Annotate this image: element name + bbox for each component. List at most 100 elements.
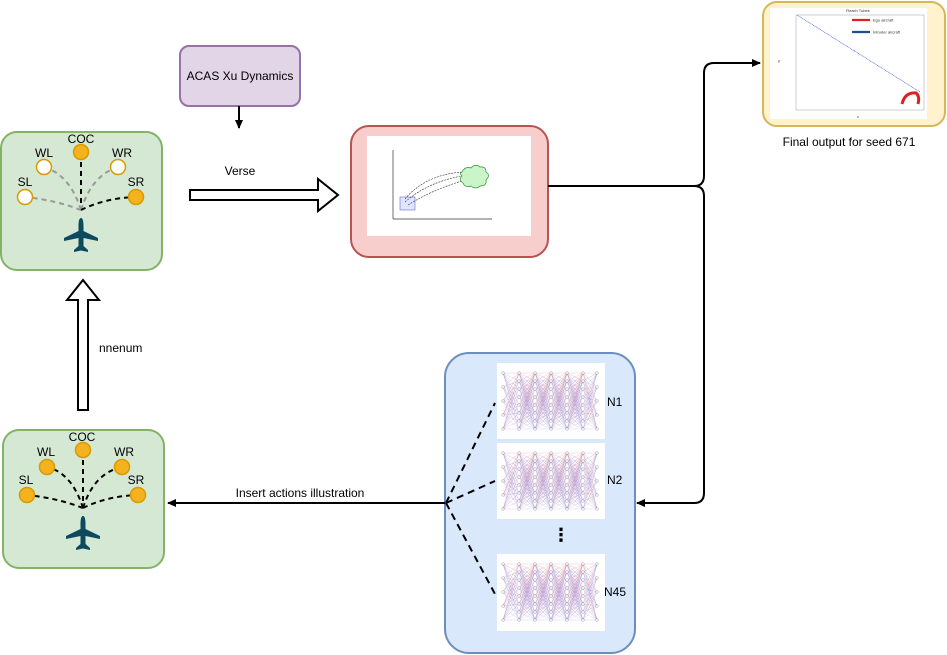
nn-edge (534, 396, 552, 430)
nn-neuron (517, 586, 521, 590)
nn-edge (566, 484, 584, 510)
nn-edge (582, 587, 598, 593)
nn-neuron (549, 475, 553, 479)
nn-edge (582, 380, 598, 416)
nn-edge (582, 571, 598, 579)
nn-edge (502, 452, 520, 482)
nn-edge (534, 372, 552, 382)
nn-edge (502, 476, 520, 496)
nn-edge (534, 372, 552, 430)
nn-edge (502, 591, 520, 597)
nn-neuron (549, 610, 553, 614)
nn-neuron (581, 427, 585, 431)
nn-neuron (581, 586, 585, 590)
nn-edge (582, 452, 598, 496)
nn-edge (550, 476, 568, 510)
nn-edge (550, 595, 568, 621)
nn-edge (582, 386, 598, 398)
nnenum-hollow-arrow (64, 278, 102, 411)
nn-edge (582, 452, 598, 486)
nn-neuron (533, 451, 537, 455)
nn-neuron (595, 493, 599, 497)
ego-tube (900, 91, 921, 105)
nn-edge (566, 492, 584, 510)
nn-edge (582, 591, 598, 613)
nn-edge (502, 372, 520, 388)
verse-box (350, 125, 549, 258)
nn-edge (582, 563, 598, 581)
nn-edge (550, 372, 568, 382)
nn-edge (582, 386, 598, 430)
nn-edge (582, 484, 598, 510)
nn-edge (566, 452, 584, 462)
nn-edge (502, 460, 520, 510)
nn-neuron (595, 399, 599, 403)
nn-edge (502, 372, 520, 422)
nn-neuron (565, 459, 569, 463)
nn-neuron (533, 427, 537, 431)
nn-panel-n1 (497, 363, 605, 439)
nn-edge (582, 400, 598, 414)
sl-label: SL (19, 473, 34, 487)
nn-edge (502, 591, 520, 613)
nn-edge (550, 388, 568, 430)
nn-edge (502, 577, 520, 605)
nn-edge (566, 452, 584, 470)
nn-edge (582, 372, 598, 406)
nn-neuron (549, 507, 553, 511)
nn-edge (518, 476, 536, 510)
nn-edge (566, 563, 584, 573)
nn-neuron (595, 465, 599, 469)
nn-neuron (581, 451, 585, 455)
nn-edge (502, 605, 520, 613)
networks-ellipsis: ⋮ (552, 525, 570, 546)
nn-neuron (517, 459, 521, 463)
nn-edge (502, 476, 520, 482)
nn-neuron (565, 507, 569, 511)
nn-edge (502, 494, 520, 502)
wl-node (35, 158, 53, 176)
nn-edge (518, 563, 536, 581)
nn-neuron (549, 395, 553, 399)
wl-node (38, 458, 56, 476)
verse-to-result-arrow (548, 59, 761, 187)
sr-label: SR (128, 473, 145, 487)
nn-neuron (549, 602, 553, 606)
reachability-thumbnail (392, 150, 492, 220)
network-label-n1: N1 (607, 395, 623, 409)
nn-edge (534, 563, 552, 613)
wl-label: WL (35, 146, 53, 160)
nn-neuron (595, 413, 599, 417)
nn-neuron (517, 562, 521, 566)
nn-edge (518, 452, 536, 502)
nn-edge (582, 466, 598, 470)
nn-neuron (581, 570, 585, 574)
fan-line-n2 (445, 480, 496, 504)
nn-neuron (565, 379, 569, 383)
nn-edge (502, 577, 520, 621)
nn-edge (582, 386, 598, 390)
nn-edge (534, 372, 552, 390)
nn-neuron (581, 459, 585, 463)
sl-node (16, 188, 34, 206)
nn-neuron (501, 413, 505, 417)
nn-edge (534, 452, 552, 494)
nn-edge (566, 372, 584, 414)
fan-line-n1 (445, 402, 496, 504)
nn-neuron (581, 403, 585, 407)
nn-neuron (565, 610, 569, 614)
nn-edge (502, 603, 520, 607)
nn-edge (550, 396, 568, 430)
nn-neuron (549, 499, 553, 503)
nn-edge (582, 388, 598, 416)
nn-neuron (517, 411, 521, 415)
wr-label: WR (112, 146, 132, 160)
nn-edge (550, 484, 568, 510)
nn-edge (534, 452, 552, 462)
nn-edge (502, 480, 520, 494)
nn-edge (502, 404, 520, 416)
nn-edge (582, 563, 598, 579)
nn-edge (582, 595, 598, 621)
nn-edge (566, 563, 584, 613)
nn-edge (582, 466, 598, 494)
